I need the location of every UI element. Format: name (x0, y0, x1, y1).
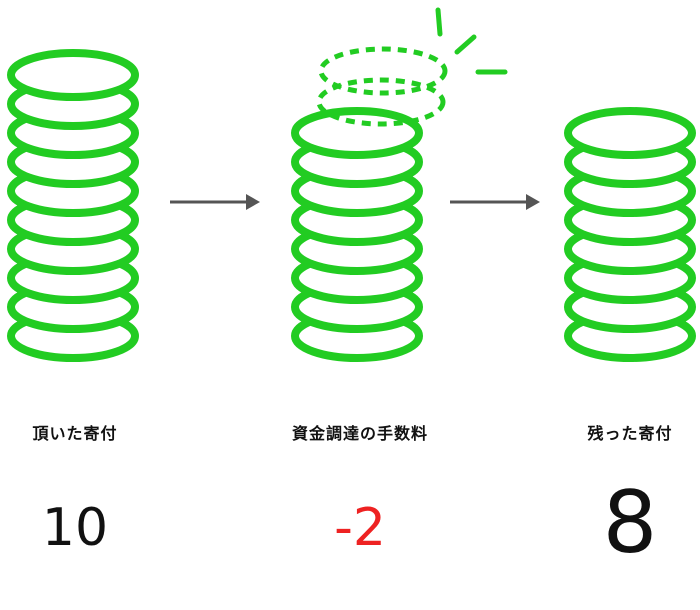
value-remaining-donations: 8 (602, 473, 658, 573)
removed-coin-icon (318, 46, 448, 96)
removed-coins-fee (316, 46, 448, 127)
coin-stack-donations-received (7, 49, 139, 362)
removed-coin-icon (316, 77, 446, 127)
label-remaining-donations: 残った寄付 (587, 424, 673, 443)
coin-stack-remaining (564, 107, 696, 362)
coin-icon (7, 49, 139, 101)
coin-icon (564, 107, 696, 159)
label-donations-received: 頂いた寄付 (32, 424, 118, 443)
arrow-right-icon (170, 194, 260, 210)
coin-stack-after-fees (291, 107, 423, 362)
sparkle-icon (435, 7, 508, 75)
coin-icon (291, 107, 423, 159)
value-fundraising-fee: -2 (334, 498, 386, 558)
label-fundraising-fee: 資金調達の手数料 (291, 424, 428, 443)
value-donations-received: 10 (41, 498, 109, 558)
arrow-right-icon (450, 194, 540, 210)
